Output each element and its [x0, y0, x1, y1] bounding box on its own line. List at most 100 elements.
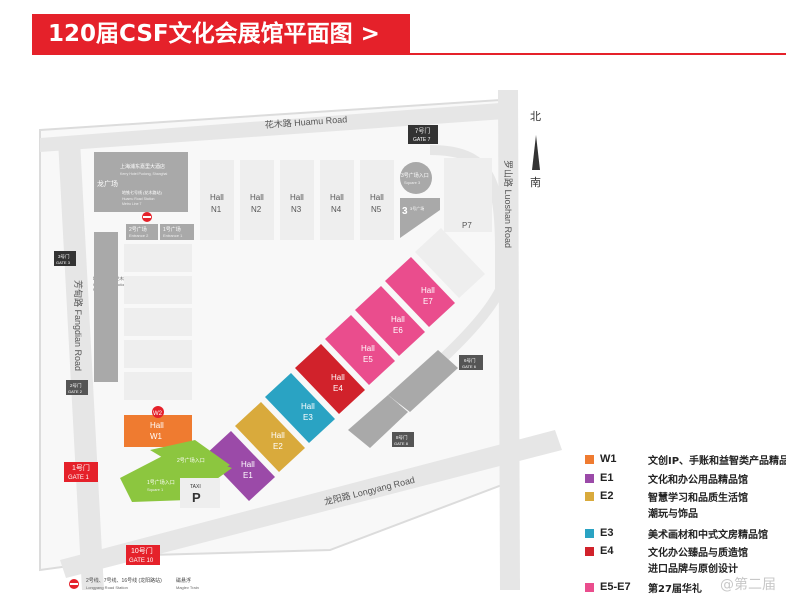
- svg-text:GATE 1: GATE 1: [68, 475, 90, 481]
- hall-e6-word: Hall: [391, 315, 405, 324]
- gate-2[interactable]: 2号门 GATE 2: [66, 380, 88, 395]
- hall-n3-word: Hall: [290, 193, 304, 202]
- hall-e7[interactable]: [385, 257, 455, 327]
- metro7-label: 地铁七号线 (花木路站): [122, 189, 162, 195]
- svg-text:1号门: 1号门: [72, 463, 90, 472]
- legend-description: 文化和办公用品精品馆: [648, 474, 748, 486]
- hall-e4-id: E4: [333, 384, 343, 393]
- gate-6[interactable]: 6号门 GATE 6: [459, 355, 483, 370]
- hall-e4[interactable]: [295, 344, 365, 414]
- svg-text:1号广场: 1号广场: [163, 226, 181, 233]
- legend-swatch: [585, 528, 594, 538]
- title-rule: [410, 53, 786, 55]
- svg-text:10号门: 10号门: [131, 546, 153, 555]
- maglev-en: Maglev Train: [176, 585, 199, 590]
- svg-text:7号门: 7号门: [415, 127, 430, 135]
- hall-e5-word: Hall: [361, 344, 375, 353]
- svg-text:GATE 8: GATE 8: [394, 441, 409, 446]
- svg-text:Entrance 2: Entrance 2: [129, 233, 149, 238]
- hall-n2[interactable]: [240, 160, 274, 240]
- square-2-entrance[interactable]: [150, 440, 230, 480]
- svg-text:GATE 3: GATE 3: [56, 260, 71, 265]
- hall-e7-id: E7: [423, 297, 433, 306]
- metro-icon: [142, 212, 152, 222]
- svg-text:Entrance 1: Entrance 1: [163, 233, 183, 238]
- hall-w1[interactable]: [124, 415, 192, 447]
- svg-text:2号门: 2号门: [70, 382, 82, 389]
- hall-e2[interactable]: [235, 402, 305, 472]
- svg-text:W2: W2: [153, 411, 163, 417]
- metro7-en: Huamu Road Station: [122, 197, 155, 201]
- hall-e5[interactable]: [325, 315, 395, 385]
- legend-swatch: [585, 582, 594, 592]
- hall-w1-word: Hall: [150, 421, 164, 430]
- square-3-en: Square 3: [404, 180, 421, 185]
- hall-n3-id: N3: [291, 205, 302, 214]
- square-3-entrance[interactable]: [400, 162, 432, 194]
- legend-code: E1: [600, 472, 614, 484]
- hall-n5-word: Hall: [370, 193, 384, 202]
- gate-1[interactable]: 1号门 GATE 1: [64, 462, 98, 482]
- gate-3[interactable]: 3号门 GATE 3: [54, 251, 76, 266]
- page-title[interactable]: 120届CSF文化会展馆平面图 >: [32, 14, 410, 55]
- legend-code: W1: [600, 453, 617, 465]
- legend-code: E2: [600, 490, 614, 502]
- entrance-1-tag: 1号广场 Entrance 1: [160, 224, 194, 240]
- gate-7[interactable]: 7号门 GATE 7: [408, 125, 438, 144]
- plaza-label: 龙广场: [97, 179, 118, 188]
- svg-text:GATE 10: GATE 10: [129, 558, 154, 564]
- hotel-label: 上海浦东嘉里大酒店: [120, 163, 165, 170]
- legend-e4-line2: 进口品牌与原创设计: [648, 564, 738, 575]
- hall-e7-word: Hall: [421, 286, 435, 295]
- hall-n1[interactable]: [200, 160, 234, 240]
- legend-code: E5-E7: [600, 581, 631, 593]
- legend-swatch: [585, 491, 594, 501]
- hall-n4-word: Hall: [330, 193, 344, 202]
- hall-e3[interactable]: [265, 373, 335, 443]
- hall-n4[interactable]: [320, 160, 354, 240]
- hall-w1-id: W1: [150, 432, 163, 441]
- legend-swatch: [585, 473, 594, 483]
- legend-code: E4: [600, 545, 614, 557]
- hall-e6[interactable]: [355, 286, 425, 356]
- hall-e1-word: Hall: [241, 460, 255, 469]
- square-3-label: 3号广场入口: [401, 172, 429, 179]
- maglev-label: 磁悬浮: [176, 577, 191, 584]
- parking-p7-label: P7: [462, 221, 472, 230]
- bottom-metro-en: Longyang Road Station: [86, 585, 128, 590]
- hall-n1-id: N1: [211, 205, 222, 214]
- taxi-label: TAXI: [190, 484, 201, 490]
- gate-8[interactable]: 8号门 GATE 8: [392, 432, 414, 447]
- legend-swatch: [585, 454, 594, 464]
- square-3-building: [400, 198, 440, 238]
- hall-n2-word: Hall: [250, 193, 264, 202]
- bottom-metro-icon: [69, 579, 79, 589]
- hall-n5[interactable]: [360, 160, 394, 240]
- hall-e3-id: E3: [303, 413, 313, 422]
- svg-text:8号门: 8号门: [396, 434, 408, 441]
- west-building: [94, 232, 118, 382]
- legend-swatch: [585, 546, 594, 556]
- road-label-luoshan: 罗山路 Luoshan Road: [503, 160, 514, 248]
- hall-e4-word: Hall: [331, 373, 345, 382]
- service-building-2: [348, 395, 408, 448]
- square-1-en: Square 1: [147, 487, 164, 492]
- hall-e2-word: Hall: [271, 431, 285, 440]
- hall-e1[interactable]: [205, 431, 275, 501]
- floor-plan-map: 花木路 Huamu Road 罗山路 Luoshan Road 芳甸路 Fang…: [39, 90, 562, 590]
- legend-e2-line2: 潮玩与饰品: [648, 509, 698, 520]
- hall-e3-word: Hall: [301, 402, 315, 411]
- service-building-1: [388, 350, 458, 412]
- hall-empty-e8[interactable]: [415, 228, 485, 298]
- entrance-3-label: 3号广场: [410, 205, 424, 211]
- gate-10[interactable]: 10号门 GATE 10: [126, 545, 160, 565]
- hotel-building: [94, 152, 188, 212]
- hall-n3[interactable]: [280, 160, 314, 240]
- hall-e6-id: E6: [393, 326, 403, 335]
- longyang-road: [60, 430, 562, 578]
